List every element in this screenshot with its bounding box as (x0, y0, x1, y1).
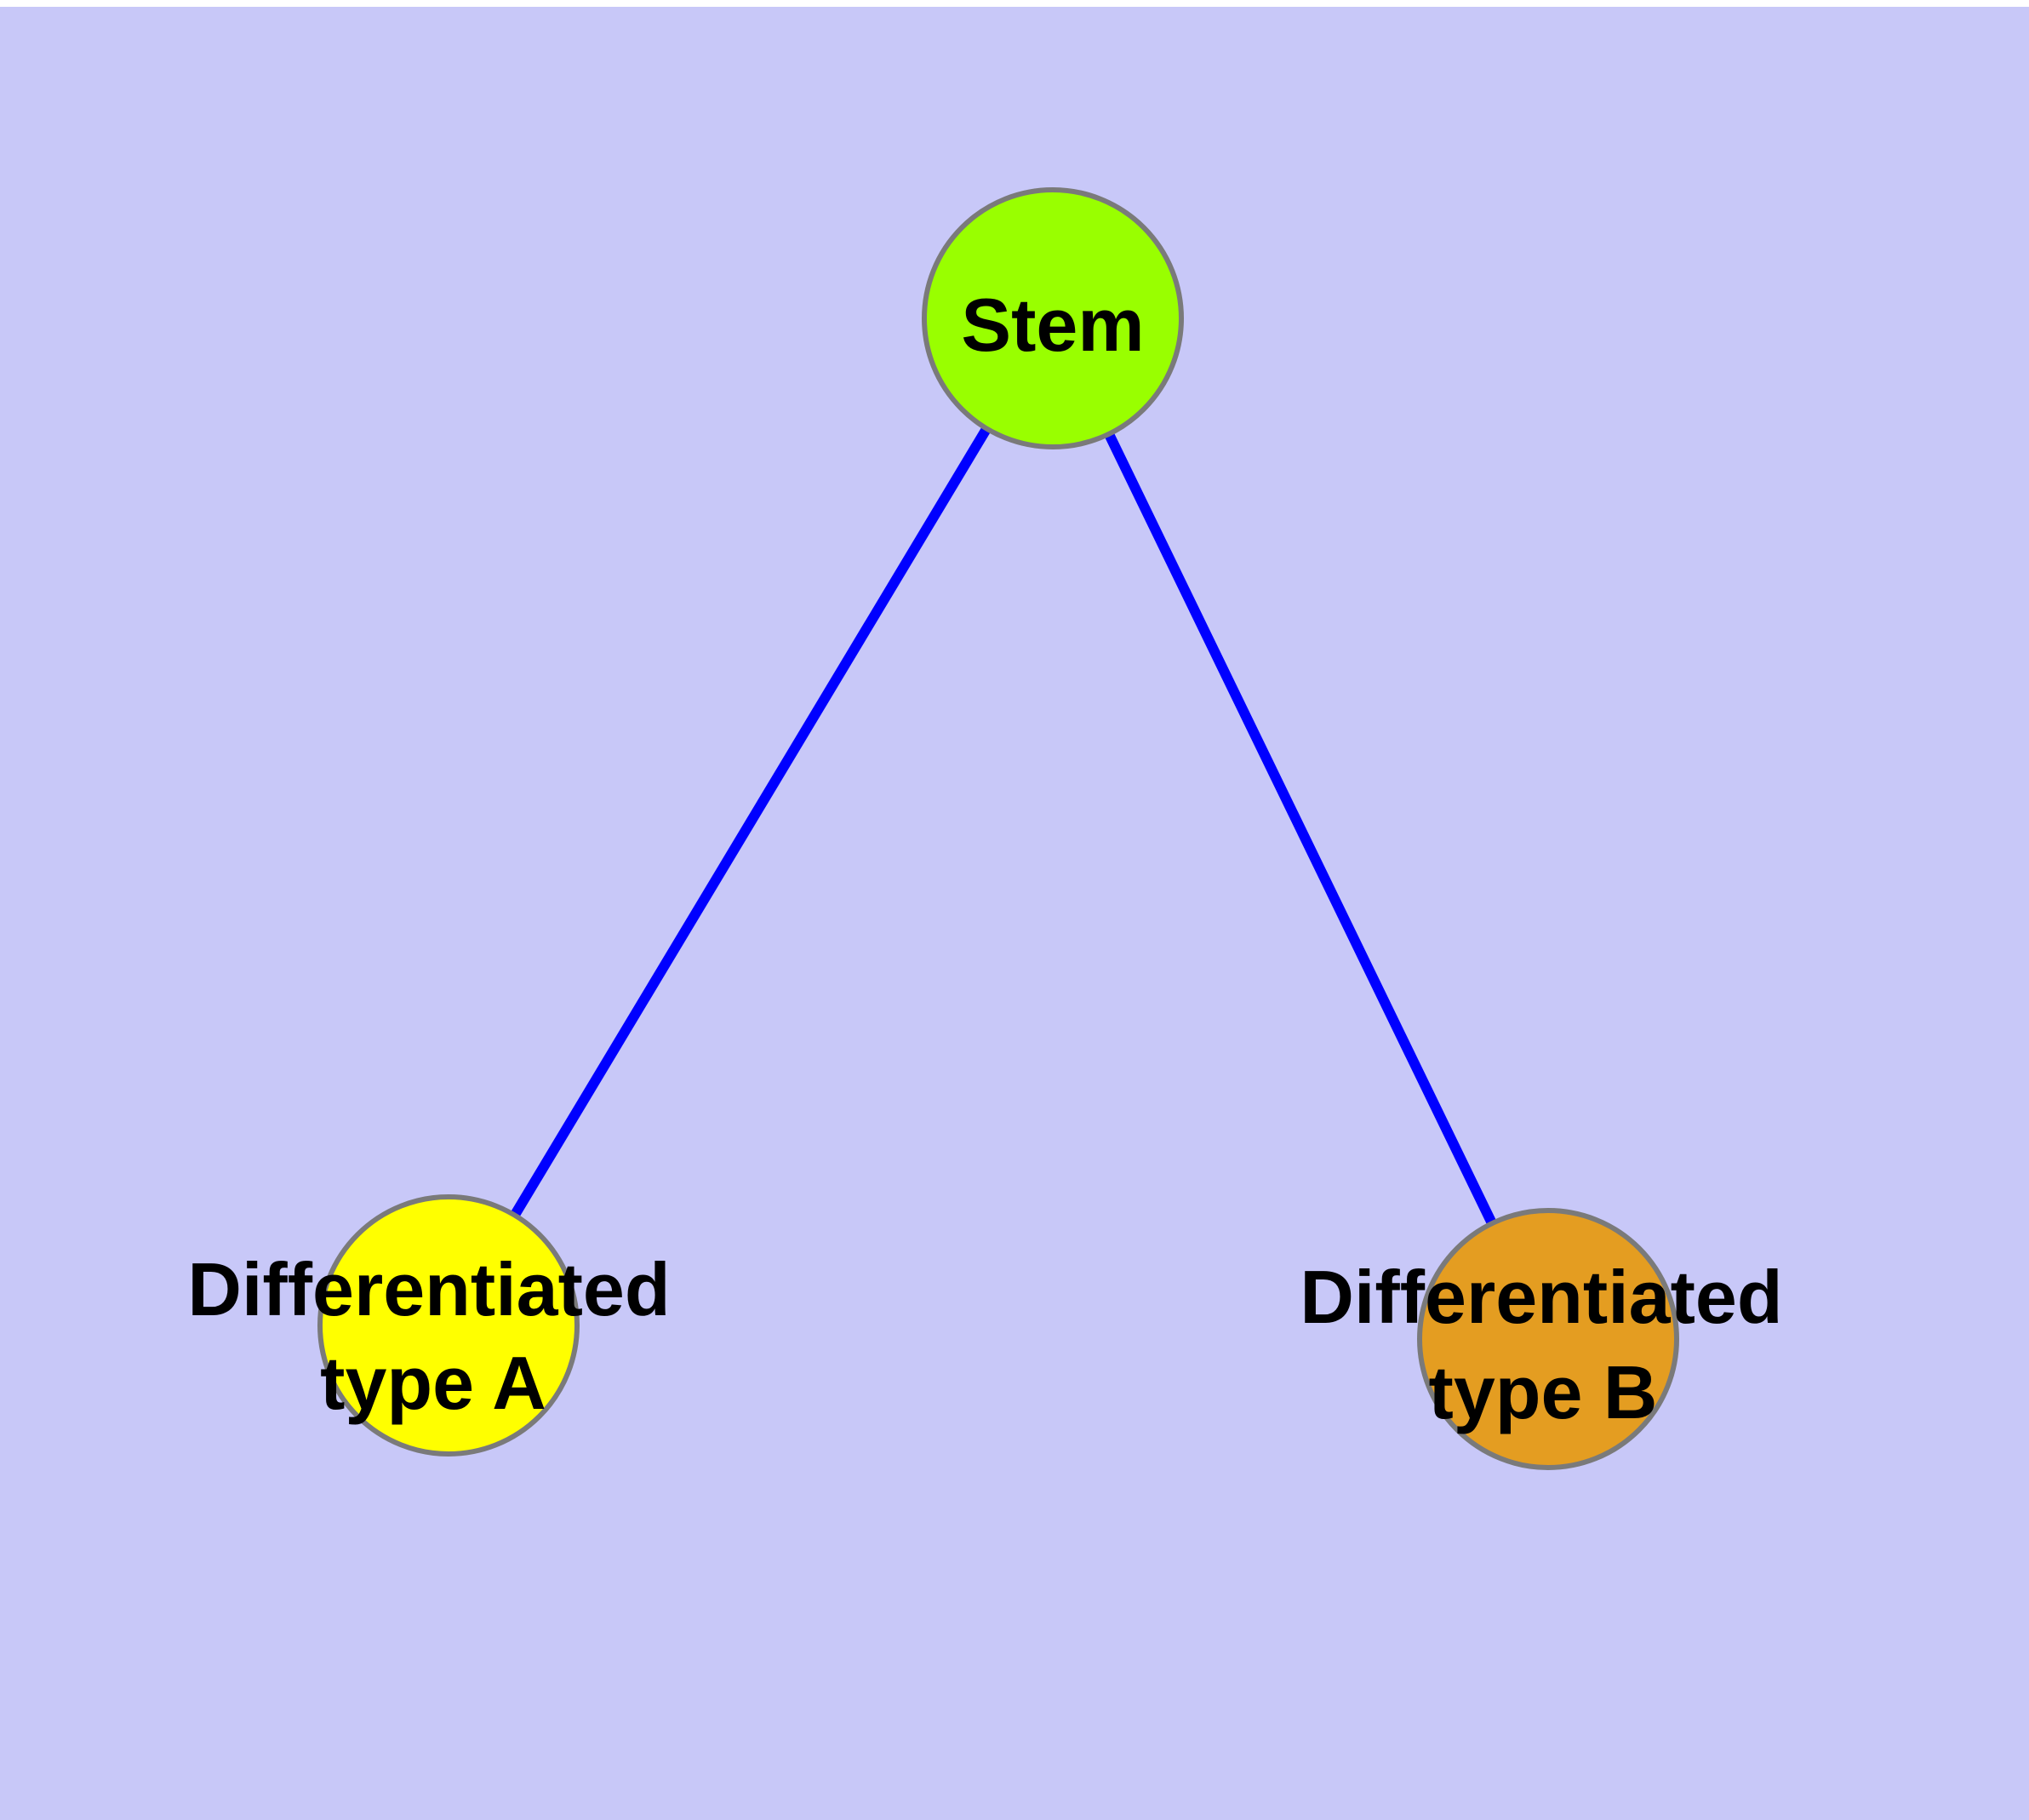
node-stem-label: Stem (961, 283, 1144, 367)
node-stem-circle (922, 187, 1184, 449)
node-differentiated-type-b: Differentiated type B (1300, 1208, 1783, 1470)
node-type-a-circle (317, 1194, 580, 1457)
edge-group (443, 315, 1553, 1342)
node-type-a-label-line1: Differentiated (187, 1247, 670, 1331)
node-type-b-label-line1: Differentiated (1300, 1255, 1782, 1339)
edge-stem-to-type-a (443, 315, 1058, 1329)
node-type-b-circle (1417, 1208, 1679, 1470)
node-type-a-label-line2: type A (320, 1341, 546, 1425)
node-type-b-label-line2: type B (1429, 1350, 1658, 1434)
edge-stem-to-type-b (1048, 316, 1553, 1342)
node-stem: Stem (922, 187, 1184, 449)
node-differentiated-type-a: Differentiated type A (187, 1194, 671, 1457)
